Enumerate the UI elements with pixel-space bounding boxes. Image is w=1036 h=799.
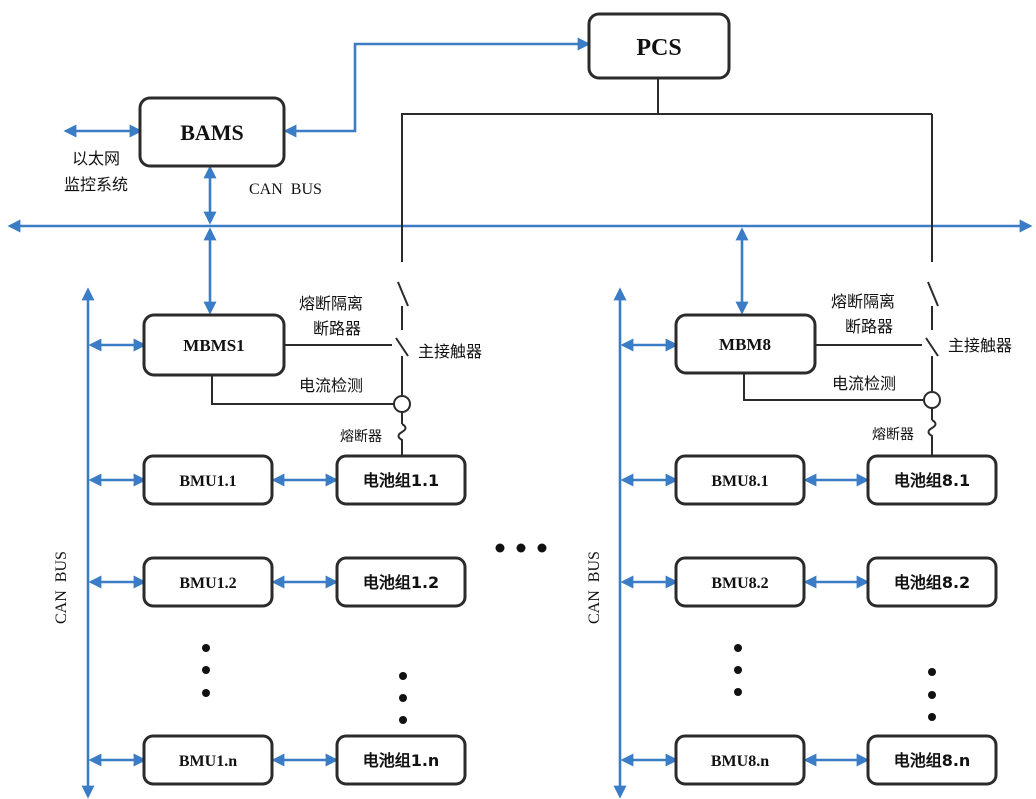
left-bmu-ellipsis-icon [202, 644, 210, 697]
pack1-n-box [335, 734, 467, 786]
pack1-1-label: 电池组1.1 [363, 471, 439, 490]
main-can-bus-label: CAN BUS [249, 181, 322, 198]
bmu1-2-box [142, 556, 274, 608]
pack8-1-box [866, 454, 998, 506]
right-can-bus-label: CAN BUS [586, 551, 603, 624]
bmu8-2-box [674, 556, 806, 608]
pcs-label: PCS [636, 35, 681, 61]
bmu1-1-label: BMU1.1 [179, 473, 236, 490]
right-current-detect-label: 电流检测 [832, 374, 896, 393]
pack1-1-box [335, 454, 467, 506]
right-pack-ellipsis-icon [928, 668, 936, 721]
bmu1-n-label: BMU1.n [179, 753, 237, 770]
right-fuse-isolator-label-1: 熔断隔离 [831, 292, 895, 311]
right-isolator-switch [927, 281, 939, 307]
pack1-n-label: 电池组1.n [363, 751, 440, 770]
right-main-contactor-switch [925, 337, 939, 357]
bams-label: BAMS [180, 120, 244, 145]
left-main-contactor-label: 主接触器 [418, 342, 482, 361]
module-ellipsis-icon [495, 543, 547, 553]
bmu1-1-box [142, 454, 274, 506]
pcs-power-trunk [401, 79, 659, 262]
bmu8-n-box [674, 734, 806, 786]
right-fuse-isolator-label-2: 断路器 [845, 317, 893, 336]
pcs-box [587, 12, 731, 80]
left-pack-ellipsis-icon [399, 672, 407, 724]
left-current-detect-line [211, 376, 394, 405]
mbms1-box [142, 313, 286, 377]
pack1-2-label: 电池组1.2 [363, 573, 439, 592]
pack8-2-box [866, 556, 998, 608]
pack8-n-box [866, 734, 998, 786]
bmu8-2-label: BMU8.2 [711, 575, 768, 592]
bmu8-1-box [674, 454, 806, 506]
mbm8-box [674, 313, 817, 375]
pack1-2-box [335, 556, 467, 608]
pack8-1-label: 电池组8.1 [894, 471, 970, 490]
left-current-sensor [393, 395, 411, 413]
mbms1-label: MBMS1 [183, 336, 244, 355]
bams-pcs-link-line [283, 37, 591, 138]
bmu1-n-box [142, 734, 274, 786]
left-current-detect-label: 电流检测 [299, 376, 363, 395]
left-fuse-label: 熔断器 [340, 429, 382, 445]
right-main-contactor-label: 主接触器 [948, 336, 1012, 355]
left-fuse-isolator-label-2: 断路器 [313, 319, 361, 338]
left-isolator-switch [397, 281, 409, 307]
right-bmu-ellipsis-icon [734, 644, 742, 696]
left-can-bus-label: CAN BUS [53, 551, 70, 624]
mbm8-label: MBM8 [719, 335, 771, 354]
right-fuse-label: 熔断器 [872, 427, 914, 443]
left-main-contactor-switch [395, 337, 409, 357]
right-current-detect-line [743, 374, 924, 401]
bams-box [138, 96, 286, 168]
pack8-2-label: 电池组8.2 [894, 573, 970, 592]
left-fuse-isolator-label-1: 熔断隔离 [299, 294, 363, 313]
monitor-system-label: 监控系统 [64, 175, 128, 194]
bmu8-n-label: BMU8.n [711, 753, 769, 770]
bmu8-1-label: BMU8.1 [711, 473, 768, 490]
left-fuse-icon [397, 423, 407, 456]
ethernet-label: 以太网 [72, 149, 120, 168]
bmu1-2-label: BMU1.2 [179, 575, 236, 592]
right-current-sensor [923, 391, 941, 409]
pack8-n-label: 电池组8.n [894, 751, 971, 770]
right-fuse-icon [927, 419, 937, 456]
